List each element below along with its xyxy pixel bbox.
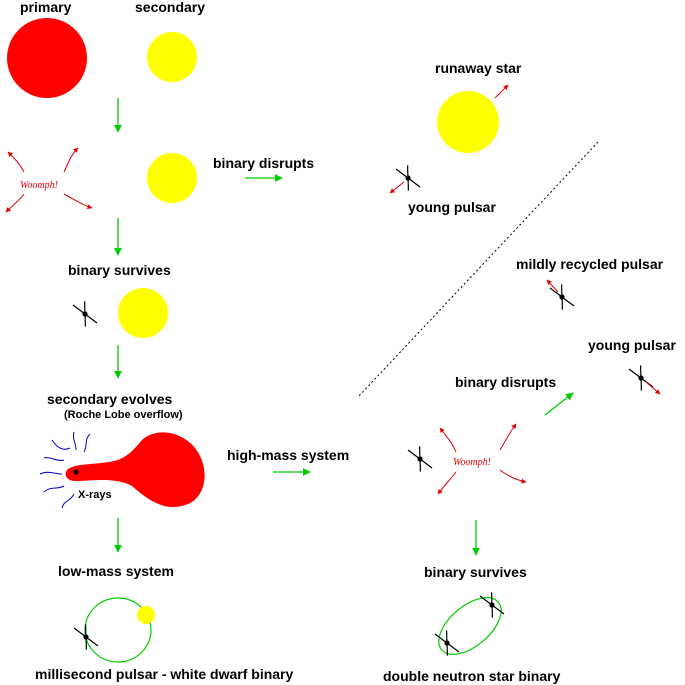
arrow-diagonal-disrupts-2 [544,392,574,416]
companion-star-survives-1 [118,288,168,338]
label-secondary: secondary [135,0,205,15]
secondary-star [147,32,197,82]
label-mildly-recycled-pulsar: mildly recycled pulsar [516,256,664,272]
label-binary-disrupts-1: binary disrupts [213,155,314,171]
label-binary-disrupts-2: binary disrupts [455,374,556,390]
millisecond-pulsar-icon [73,623,99,651]
label-msp-wd-binary: millisecond pulsar - white dwarf binary [35,666,293,682]
woomph-text-1: Woomph! [20,180,58,191]
label-secondary-evolves: secondary evolves [47,391,173,407]
donor-star-red-giant [65,432,205,508]
pulsar-kick-arrow-2 [645,381,661,395]
white-dwarf [137,606,155,624]
label-young-pulsar-1: young pulsar [408,199,496,215]
label-young-pulsar-2: young pulsar [588,337,676,353]
mildly-recycled-kick-arrow [546,279,559,293]
runaway-kick-arrow [494,84,509,99]
pulsar-icon-second-sn [407,445,433,473]
roche-lobe-system: X-rays [39,431,205,509]
supernova-explosion-1: Woomph! [5,147,93,213]
label-low-mass-system: low-mass system [58,563,174,579]
young-pulsar-icon-2 [628,364,654,392]
label-xrays: X-rays [78,489,112,501]
accreting-neutron-star [73,469,79,475]
label-dns-binary: double neutron star binary [383,668,561,684]
label-runaway-star: runaway star [435,60,522,76]
label-primary: primary [20,0,72,15]
msp-wd-orbit [84,597,152,663]
label-binary-survives-1: binary survives [68,262,171,278]
secondary-star-2 [147,153,197,203]
label-binary-survives-2: binary survives [424,564,527,580]
young-pulsar-icon-1 [395,164,421,192]
primary-star [7,18,87,98]
pulsar-kick-arrow-1 [389,181,405,194]
label-roche-lobe: (Roche Lobe overflow) [64,409,183,421]
mildly-recycled-pulsar-icon [549,283,575,311]
runaway-star [437,91,499,153]
woomph-text-2: Woomph! [453,457,491,468]
pulsar-icon-survives-1 [72,300,98,328]
label-high-mass-system: high-mass system [227,447,349,463]
supernova-explosion-2: Woomph! [437,423,527,495]
dns-orbit [438,597,502,655]
